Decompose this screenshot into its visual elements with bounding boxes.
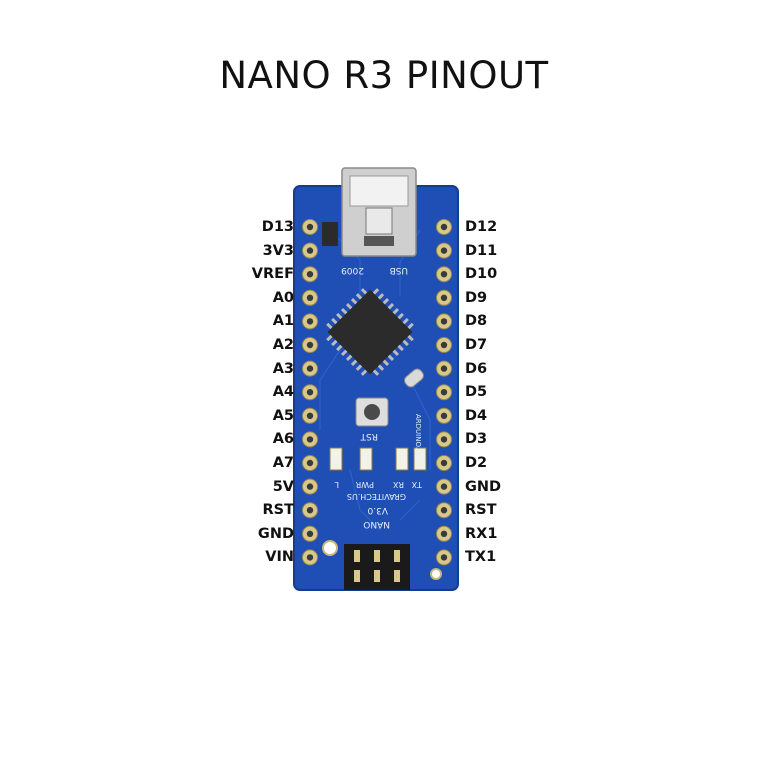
pin-label-left: A7 (272, 455, 294, 471)
pin-label-left: A6 (272, 431, 294, 448)
pin-hole (440, 412, 448, 419)
pin-label-right: D6 (465, 360, 488, 377)
pin-hole (440, 436, 448, 443)
pin-hole (306, 365, 314, 372)
crystal (404, 368, 424, 388)
silk-led-pwr: PWR (355, 480, 374, 489)
pin-label-right: D10 (465, 266, 498, 283)
icsp-header (344, 544, 410, 590)
pin-label-right: TX1 (465, 549, 497, 566)
pin-hole (440, 341, 448, 349)
pin-hole (306, 507, 314, 514)
pin-label-left: 3V3 (262, 242, 294, 259)
pin-label-right: D9 (465, 289, 488, 306)
pin-label-right: D12 (465, 219, 498, 235)
pin-hole (306, 389, 314, 396)
pin-hole (440, 271, 448, 278)
pin-label-left: RST (262, 502, 295, 519)
right-pin-row (436, 219, 452, 566)
pin-label-left: A1 (272, 313, 294, 330)
usb-connector (341, 167, 417, 257)
pin-hole (440, 459, 448, 467)
pin-label-left: D13 (261, 219, 294, 235)
pin-hole (440, 365, 448, 372)
pin-label-left: VREF (251, 266, 294, 283)
pin-hole (440, 294, 448, 301)
pin-hole (440, 247, 448, 254)
silk-led-rx: RX (392, 480, 404, 489)
silk-reset: RST (360, 431, 378, 441)
pin-hole (306, 530, 314, 537)
pin-label-left: A5 (272, 407, 294, 424)
pin-hole (440, 554, 448, 561)
pin-hole (440, 483, 448, 490)
pin-label-right: D7 (465, 337, 488, 353)
pin-label-right: RST (465, 502, 497, 519)
pin-label-right: RX1 (465, 525, 498, 542)
pin-label-left: A2 (272, 337, 294, 353)
pin-label-right: D11 (465, 242, 498, 259)
pin-label-right: GND (465, 478, 502, 495)
pin-hole (440, 318, 448, 325)
silk-brand: GRAVITECH.US (347, 492, 406, 501)
pin-label-left: A4 (272, 384, 294, 401)
pin-hole (440, 223, 448, 231)
pin-hole (440, 530, 448, 537)
silk-led-l: L (334, 480, 339, 489)
pin-label-left: VIN (265, 549, 294, 566)
silk-arduino: ARDUINO.CC (414, 414, 422, 459)
pin-label-right: D2 (465, 455, 488, 471)
reset-button (355, 397, 389, 427)
pin-label-right: D8 (465, 313, 488, 330)
pin-hole (306, 341, 314, 349)
pin-hole (306, 318, 314, 325)
pin-hole (306, 436, 314, 443)
pin-label-right: D4 (465, 407, 488, 424)
left-pin-row (302, 219, 318, 566)
mounting-hole (322, 540, 338, 556)
silk-year: 2009 (341, 265, 364, 275)
pin-hole (440, 507, 448, 514)
pin-label-right: D5 (465, 384, 488, 401)
pin-hole (306, 223, 314, 231)
pin-label-left: 5V (272, 478, 294, 495)
status-leds (329, 447, 427, 471)
silk-version: V3.0 (367, 505, 388, 515)
regulator-chip (322, 222, 338, 246)
pin-hole (306, 247, 314, 254)
microcontroller-chip (326, 288, 414, 376)
silk-led-tx: TX (411, 480, 423, 489)
pin-hole (306, 554, 314, 561)
pin-hole (440, 389, 448, 396)
pin-label-left: A0 (272, 289, 294, 306)
pin-hole (306, 483, 314, 490)
silk-usb: USB (390, 265, 408, 275)
pin-hole (306, 412, 314, 419)
pin-hole (306, 459, 314, 467)
pcb-traces (319, 229, 431, 531)
pin-hole (306, 271, 314, 278)
page-title: NANO R3 PINOUT (219, 54, 549, 97)
silk-model: NANO (363, 519, 390, 529)
pin-label-left: A3 (272, 360, 294, 377)
pin-hole (306, 294, 314, 301)
mounting-hole (430, 568, 442, 580)
pin-label-right: D3 (465, 431, 488, 448)
pin-label-left: GND (257, 525, 294, 542)
